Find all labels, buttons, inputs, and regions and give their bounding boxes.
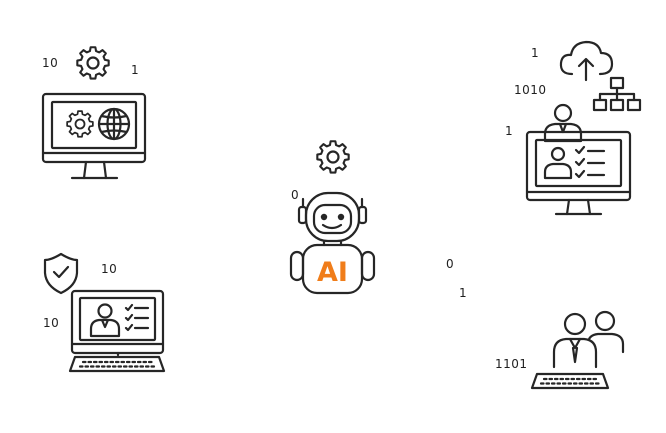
digit-label: 0 — [291, 188, 299, 202]
monitor-icon — [70, 289, 165, 357]
digit-label: 1010 — [514, 83, 547, 97]
digit-label: 1 — [531, 46, 539, 60]
digit-label: 1101 — [495, 357, 528, 371]
user-icon — [543, 146, 573, 180]
keyboard-icon — [68, 355, 166, 373]
shield-check-icon — [43, 252, 79, 295]
users-icon — [552, 310, 625, 369]
monitor-icon — [41, 92, 147, 180]
org-chart-icon — [592, 76, 642, 112]
digit-label: 1 — [505, 124, 513, 138]
globe-icon — [97, 107, 131, 141]
user-icon — [89, 303, 121, 338]
digit-label: 0 — [446, 257, 454, 271]
gear-icon — [66, 110, 94, 138]
keyboard-icon — [530, 372, 610, 390]
digit-label: 1 — [459, 286, 467, 300]
robot-icon: AI — [289, 191, 376, 295]
gear-icon — [316, 140, 350, 174]
user-icon — [543, 103, 583, 143]
ai-badge: AI — [317, 257, 348, 288]
checklist-icon — [574, 145, 606, 179]
gear-icon — [76, 46, 110, 80]
monitor-icon — [525, 130, 632, 216]
digit-label: 10 — [42, 56, 58, 70]
cloud-upload-icon — [559, 40, 614, 82]
digit-label: 1 — [131, 63, 139, 77]
digit-label: 10 — [101, 262, 117, 276]
checklist-icon — [124, 303, 150, 332]
digit-label: 10 — [43, 316, 59, 330]
